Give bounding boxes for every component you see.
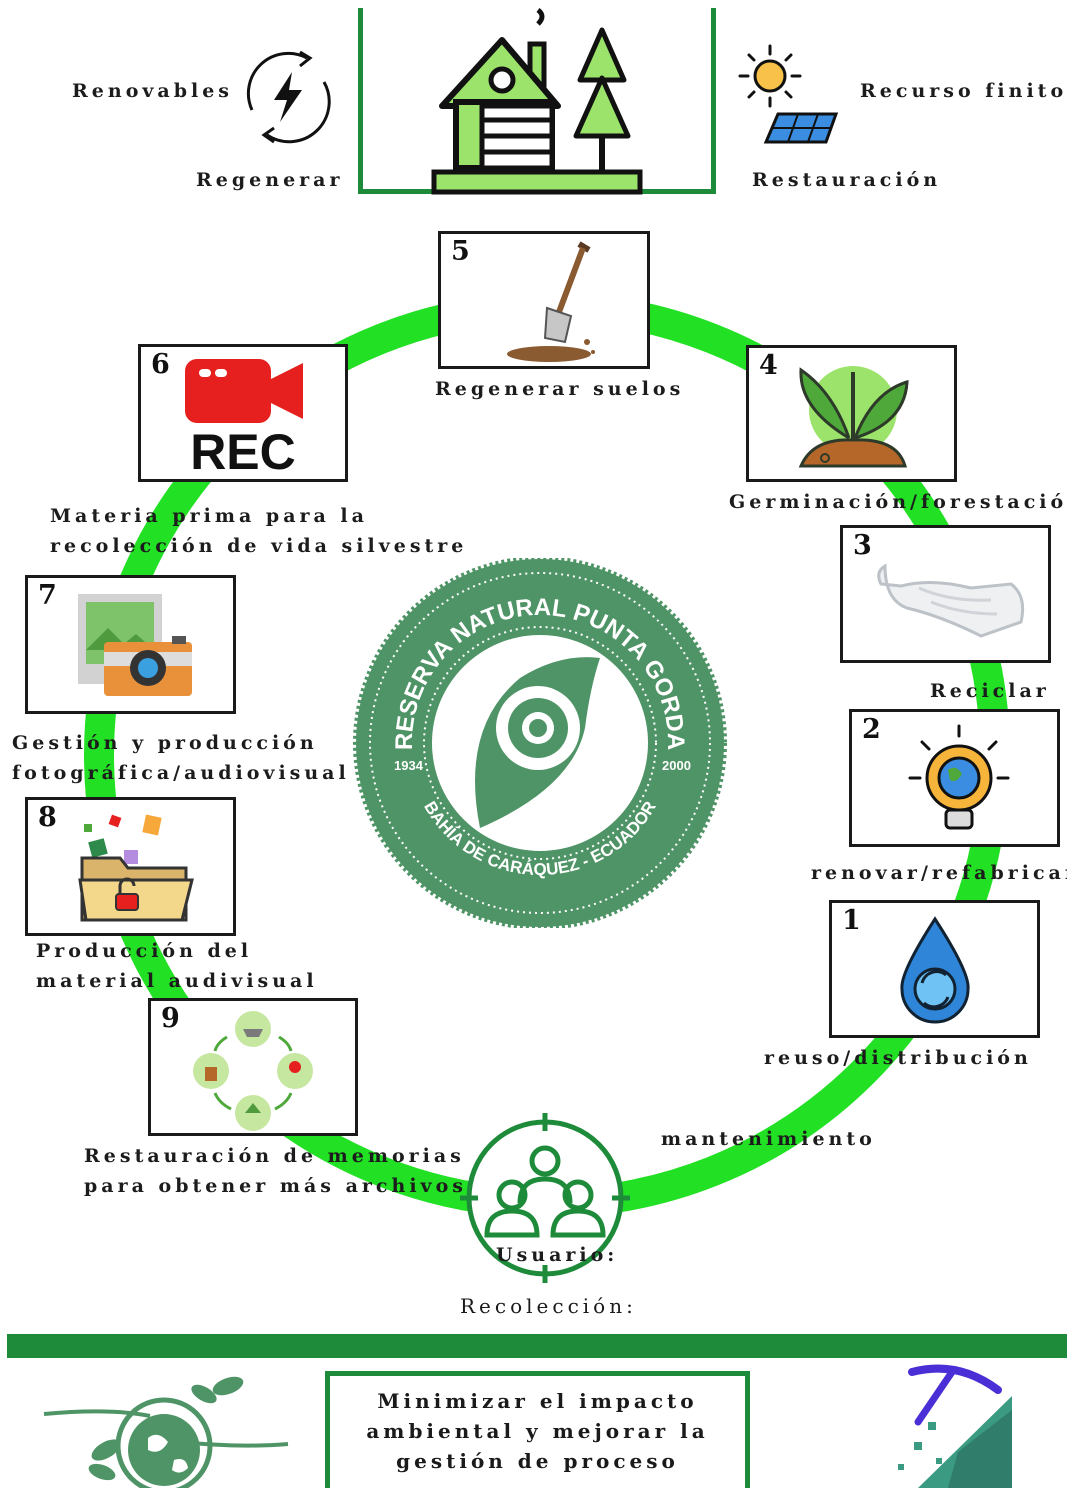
reserve-seal: RESERVA NATURAL PUNTA GORDA BAHÍA DE CAR…	[350, 556, 730, 930]
earth-leaves-icon	[40, 1372, 292, 1492]
photo-camera-icon	[78, 594, 192, 696]
step-3-box: 3	[840, 525, 1051, 663]
step-2-number: 2	[862, 714, 881, 745]
goal-box: Minimizar el impacto ambiental y mejorar…	[325, 1371, 750, 1488]
step-1-label: reuso/distribución	[764, 1047, 1032, 1069]
lightbulb-earth-icon	[908, 724, 1010, 830]
step-4-box: 4	[746, 345, 957, 482]
step-5-box: 5	[438, 231, 650, 369]
footer-bar	[7, 1334, 1067, 1358]
step-3-label: Reciclar	[930, 680, 1050, 702]
step-5-label: Regenerar suelos	[435, 378, 685, 400]
step-4-label: Germinación/forestación	[729, 491, 1067, 513]
sprout-icon	[798, 366, 909, 468]
house-trees-icon	[420, 6, 660, 196]
pickaxe-mining-icon	[888, 1360, 1018, 1488]
step-7-label-line-2: fotográfica/audiovisual	[12, 762, 350, 784]
collection-label: Recolección:	[460, 1294, 637, 1318]
regenerate-label: Regenerar	[196, 169, 344, 191]
svg-text:REC: REC	[190, 424, 296, 477]
maintenance-label: mantenimiento	[661, 1128, 876, 1150]
goal-line-3: gestión de proceso	[396, 1449, 679, 1473]
goal-line-1: Minimizar el impacto	[377, 1389, 698, 1413]
step-6-box: 6 REC	[138, 344, 348, 482]
step-4-number: 4	[759, 350, 778, 381]
step-8-label-line-1: Producción del	[36, 940, 253, 962]
sun-solar-panel-icon	[736, 42, 846, 152]
plastic-bottle-icon	[877, 563, 1025, 638]
step-5-number: 5	[451, 236, 470, 267]
step-9-box: 9	[148, 998, 358, 1136]
seal-year-left: 1934	[394, 758, 424, 773]
shovel-icon	[507, 241, 595, 362]
goal-line-2: ambiental y mejorar la	[366, 1419, 709, 1443]
rec-camera-icon: REC	[185, 359, 303, 477]
step-1-number: 1	[842, 905, 861, 936]
step-6-label-line-1: Materia prima para la	[50, 505, 368, 527]
water-drop-icon	[900, 916, 970, 1024]
step-2-box: 2	[849, 709, 1060, 847]
step-1-box: 1	[829, 900, 1040, 1038]
user-node	[460, 1113, 630, 1283]
lightning-recycle-icon	[232, 40, 342, 150]
finite-resources-label: Recurso finitos	[860, 80, 1067, 102]
folder-icon	[78, 814, 194, 922]
step-8-number: 8	[38, 802, 57, 833]
step-7-box: 7	[25, 575, 236, 714]
restoration-label: Restauración	[752, 169, 942, 191]
step-8-label-line-2: material audivisual	[36, 970, 318, 992]
step-2-label: renovar/refabricar	[811, 862, 1067, 884]
wildlife-cycle-icon	[193, 1011, 313, 1131]
step-9-number: 9	[161, 1003, 180, 1034]
step-9-label-line-2: para obtener más archivos	[84, 1175, 467, 1197]
step-7-number: 7	[38, 580, 57, 611]
user-label: Usuario:	[496, 1244, 619, 1266]
step-3-number: 3	[853, 530, 872, 561]
step-9-label-line-1: Restauración de memorias	[84, 1145, 465, 1167]
step-7-label-line-1: Gestión y producción	[12, 732, 318, 754]
step-6-label-line-2: recolección de vida silvestre	[50, 535, 468, 557]
users-group-icon	[460, 1113, 630, 1283]
seal-year-right: 2000	[662, 758, 691, 773]
step-8-box: 8	[25, 797, 236, 936]
step-6-number: 6	[151, 349, 170, 380]
renewables-label: Renovables	[72, 80, 234, 102]
leaf-emblem-icon	[475, 657, 600, 828]
